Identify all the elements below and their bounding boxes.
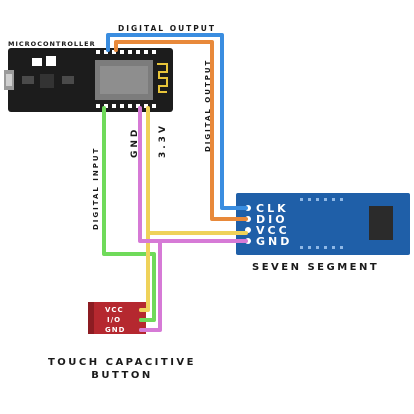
- wires: [102, 33, 248, 332]
- touch-title-line1: TOUCH CAPACITIVE: [48, 357, 196, 368]
- touch-pin-io: I/O: [107, 316, 121, 324]
- touch-button-module: VCC I/O GND: [88, 302, 146, 334]
- digital-output-top-label: DIGITAL OUTPUT: [118, 24, 216, 33]
- wire-magenta-gnd-segment: [138, 106, 248, 243]
- wire-orange-dio: [114, 40, 248, 221]
- seven-segment-label: SEVEN SEGMENT: [252, 262, 379, 273]
- seven-segment-module: CLK DIO VCC GND: [236, 193, 410, 255]
- module-pads-top: [300, 198, 343, 201]
- wire-blue-clk: [106, 33, 248, 210]
- touch-pin-vcc: VCC: [105, 306, 124, 314]
- pin-label-vcc: VCC: [256, 224, 290, 237]
- display-chip: [369, 206, 393, 240]
- microcontroller-board: [4, 48, 173, 112]
- pin-label-gnd: GND: [256, 235, 292, 248]
- digital-output-side-label: DIGITAL OUTPUT: [204, 59, 212, 152]
- module-pads-bottom: [300, 246, 343, 249]
- wire-yellow-vcc-touch: [139, 231, 150, 312]
- gnd-label: GND: [130, 127, 140, 158]
- antenna-icon: [157, 63, 168, 93]
- v33-label: 3.3V: [158, 123, 168, 158]
- wire-green-io: [102, 106, 156, 322]
- touch-pin-gnd: GND: [105, 326, 125, 334]
- touch-title-line2: BUTTON: [91, 370, 152, 381]
- wire-magenta-gnd-touch: [139, 239, 162, 332]
- microcontroller-label: MICROCONTROLLER: [8, 40, 96, 48]
- header-pins-bottom: [96, 104, 156, 108]
- header-pins-top: [96, 50, 156, 54]
- pin-label-dio: DIO: [256, 213, 288, 226]
- pin-label-clk: CLK: [256, 202, 289, 215]
- digital-input-label: DIGITAL INPUT: [92, 147, 100, 230]
